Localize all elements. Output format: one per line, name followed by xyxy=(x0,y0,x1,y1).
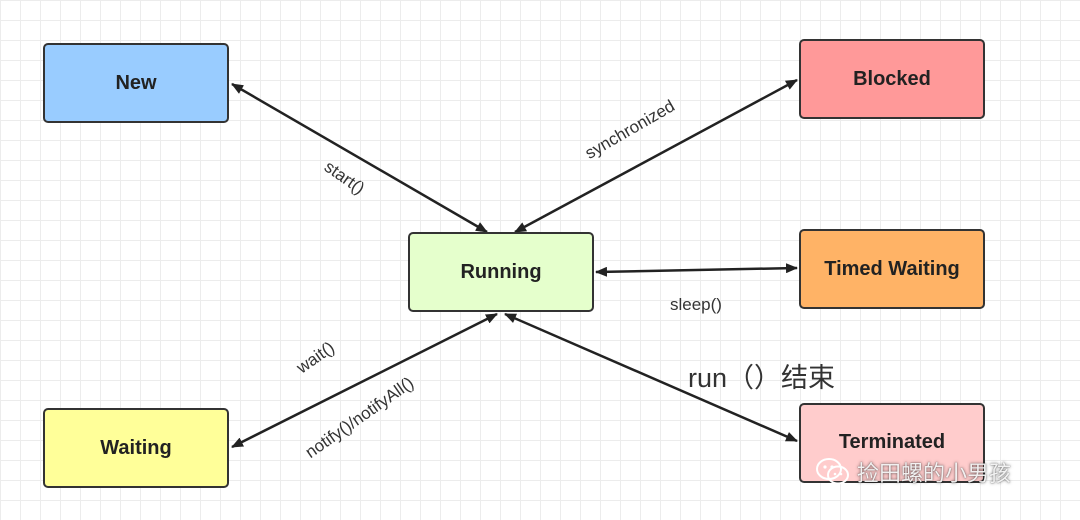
state-blocked: Blocked xyxy=(799,39,985,119)
state-new: New xyxy=(43,43,229,123)
arrow-running-waiting xyxy=(231,312,498,449)
arrow-running-terminated xyxy=(504,312,798,443)
state-running: Running xyxy=(408,232,594,312)
label-sleep: sleep() xyxy=(670,295,722,314)
watermark: 捡田螺的小男孩 xyxy=(815,456,1011,488)
state-waiting: Waiting xyxy=(43,408,229,488)
watermark-text: 捡田螺的小男孩 xyxy=(857,461,1012,486)
state-timed-waiting: Timed Waiting xyxy=(799,229,985,309)
arrow-new-running xyxy=(231,82,488,234)
label-run-end: run（）结束 xyxy=(688,363,836,393)
wechat-icon xyxy=(816,458,849,485)
arrow-running-timed xyxy=(595,263,798,277)
arrow-running-blocked xyxy=(514,78,798,234)
